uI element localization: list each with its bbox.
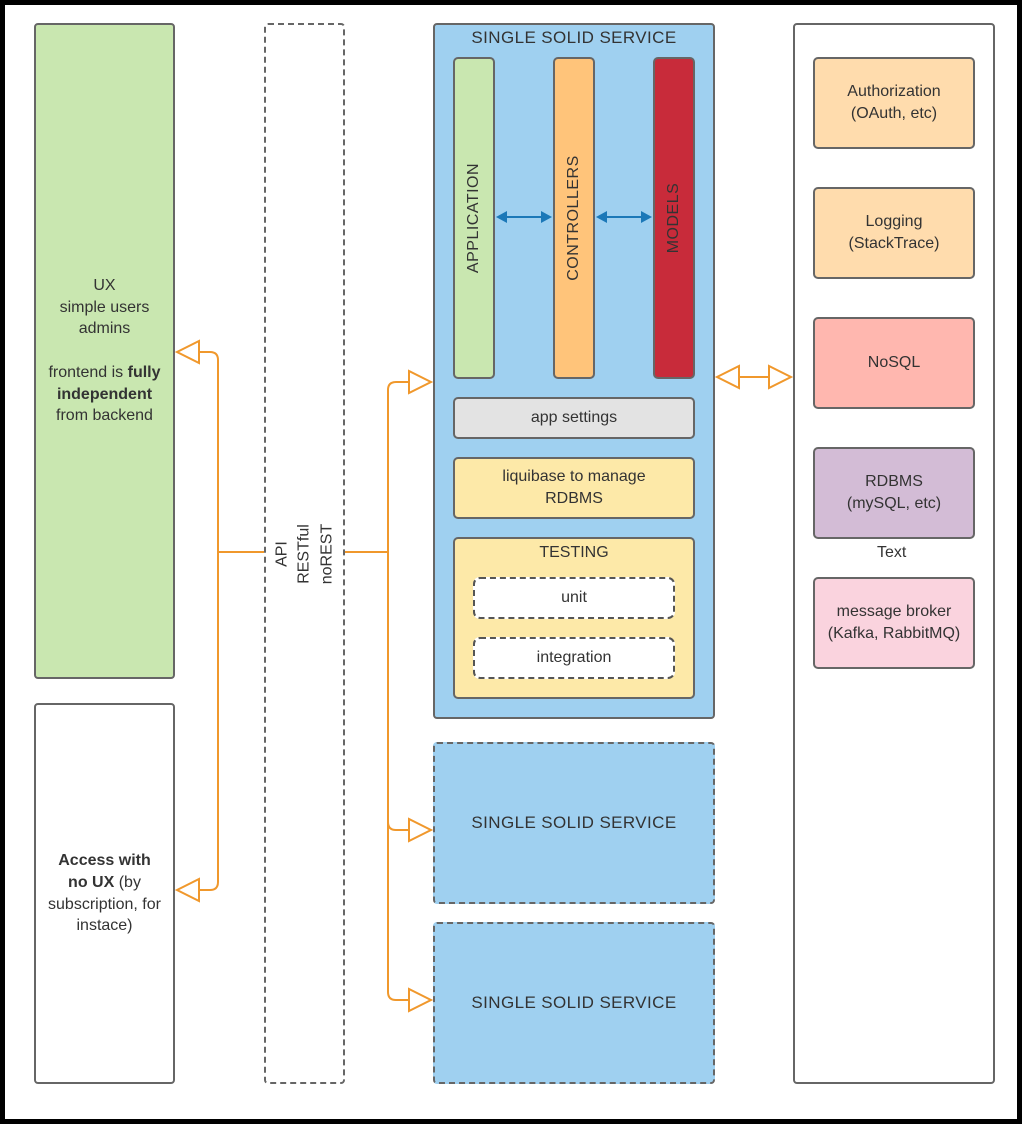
authorization-box: Authorization (OAuth, etc) [813, 57, 975, 149]
api-to-frontend-connector [198, 351, 264, 891]
liquibase-label-line1: liquibase to manage [502, 468, 646, 486]
stray-text-label: Text [877, 544, 907, 561]
frontend-ux-label: UX [93, 277, 116, 295]
message-broker-label: message broker [836, 603, 952, 621]
logging-box: Logging (StackTrace) [813, 187, 975, 279]
message-broker-box: message broker (Kafka, RabbitMQ) [813, 577, 975, 669]
logging-label: Logging [865, 213, 923, 231]
arrowhead-to-frontend-icon [174, 339, 200, 365]
frontend-box: UX simple users admins frontend is fully… [34, 23, 175, 679]
liquibase-box: liquibase to manage RDBMS [453, 457, 695, 519]
logging-sublabel: (StackTrace) [848, 235, 940, 252]
frontend-text: UX simple users admins frontend is fully… [48, 275, 160, 427]
authorization-sublabel: (OAuth, etc) [850, 105, 938, 122]
arrowhead-to-service-3-icon [408, 987, 434, 1013]
frontend-from-backend: from backend [56, 407, 153, 425]
unit-test-box: unit [473, 577, 675, 619]
authorization-label: Authorization [847, 83, 941, 101]
rdbms-label: RDBMS [865, 473, 923, 491]
arrowhead-to-no-ux-icon [174, 877, 200, 903]
service-box-3: SINGLE SOLID SERVICE [433, 922, 715, 1084]
testing-title: TESTING [539, 544, 609, 561]
arrowhead-to-service-icon [714, 364, 740, 390]
arrowhead-to-main-service-icon [408, 369, 434, 395]
frontend-admins-label: admins [78, 320, 131, 338]
app-settings-box: app settings [453, 397, 695, 439]
no-ux-access-text: Access with no UX (by subscription, for … [48, 852, 161, 935]
arrowhead-to-service-2-icon [408, 817, 434, 843]
nosql-box: NoSQL [813, 317, 975, 409]
service-box-2-title: SINGLE SOLID SERVICE [471, 812, 677, 832]
models-column: MODELS [653, 57, 695, 379]
integration-test-box: integration [473, 637, 675, 679]
no-ux-access-box: Access with no UX (by subscription, for … [34, 703, 175, 1084]
service-box-2: SINGLE SOLID SERVICE [433, 742, 715, 904]
frontend-independence-line: frontend is fully [48, 364, 161, 381]
api-column: API RESTful noREST [264, 23, 345, 1084]
api-to-services-connector [345, 381, 410, 1001]
liquibase-label-line2: RDBMS [545, 490, 603, 507]
service-box-3-title: SINGLE SOLID SERVICE [471, 992, 677, 1012]
app-settings-label: app settings [530, 409, 618, 427]
unit-test-label: unit [561, 589, 587, 607]
frontend-independent-word: independent [56, 385, 153, 403]
frontend-simple-users-label: simple users [59, 298, 150, 316]
application-column: APPLICATION [453, 57, 495, 379]
arrowhead-right-controllers-icon [541, 211, 552, 223]
main-service-title: SINGLE SOLID SERVICE [471, 28, 677, 47]
controllers-column: CONTROLLERS [553, 57, 595, 379]
nosql-label: NoSQL [867, 354, 921, 372]
arrowhead-left-controllers-icon [596, 211, 607, 223]
message-broker-sublabel: (Kafka, RabbitMQ) [827, 625, 961, 642]
rdbms-sublabel: (mySQL, etc) [846, 495, 942, 512]
integration-test-label: integration [536, 649, 612, 667]
arrowhead-left-application-icon [496, 211, 507, 223]
arrowhead-right-models-icon [641, 211, 652, 223]
arrowhead-to-infra-icon [768, 364, 794, 390]
rdbms-box: RDBMS (mySQL, etc) [813, 447, 975, 539]
